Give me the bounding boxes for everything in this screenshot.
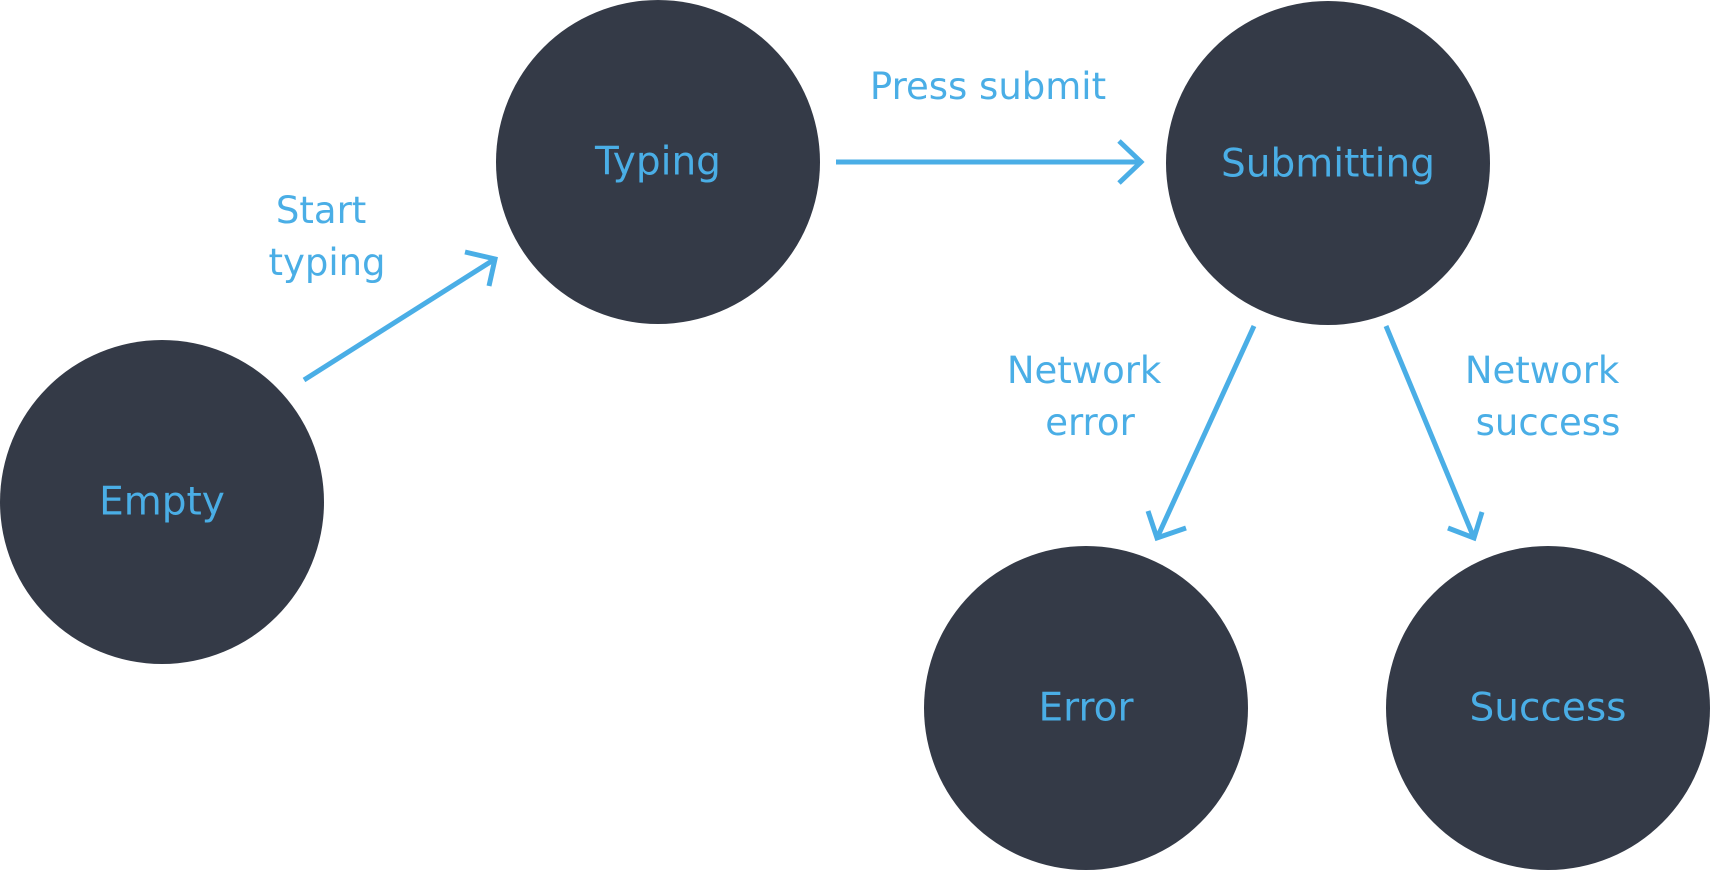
label-start-typing-line-1: Start [276,189,366,232]
state-success: Success [1386,546,1710,870]
label-start-typing-line-2: typing [268,241,385,284]
state-success-circle [1386,546,1710,870]
arrow-press-submit-head [1117,139,1145,185]
transition-press-submit: Press submit [836,65,1145,185]
arrow-start-typing-line [302,256,497,383]
arrow-network-success-head [1447,511,1485,542]
label-network-success-line-1: Network [1465,349,1620,392]
arrow-network-error-head [1145,510,1187,542]
label-network-success-line-2: success [1476,401,1621,444]
transition-network-success: Network success [1383,325,1631,542]
label-network-success: Network success [1465,349,1631,444]
state-success-label: Success [1470,686,1627,731]
state-empty: Empty [0,340,324,664]
state-submitting-label: Submitting [1221,142,1435,187]
label-network-error: Network error [1007,349,1173,444]
arrow-network-success-line [1383,325,1477,539]
transition-network-error: Network error [1007,324,1257,542]
state-error-label: Error [1038,686,1134,731]
label-network-error-line-1: Network [1007,349,1162,392]
arrow-network-error-line [1154,324,1257,540]
state-error-circle [924,546,1248,870]
label-press-submit: Press submit [870,65,1106,108]
label-start-typing: Start typing [268,189,385,284]
transition-start-typing: Start typing [268,189,498,383]
state-empty-circle [0,340,324,664]
label-network-error-line-2: error [1045,401,1135,444]
state-typing: Typing [496,0,820,324]
state-error: Error [924,546,1248,870]
state-submitting-circle [1166,1,1490,325]
state-typing-label: Typing [594,140,721,185]
state-submitting: Submitting [1166,1,1490,325]
state-typing-circle [496,0,820,324]
arrow-start-typing-head [464,249,498,287]
label-press-submit-line-1: Press submit [870,65,1106,108]
state-empty-label: Empty [99,480,225,525]
